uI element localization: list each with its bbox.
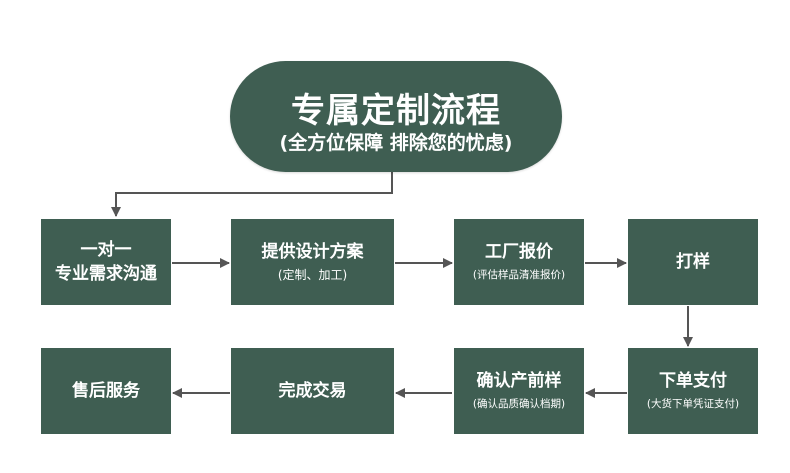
step-sampling: 打样 [628,219,758,305]
step-complete-transaction-title: 完成交易 [278,381,347,401]
step-order-payment-title: 下单支付 [659,371,727,391]
step-pre-production-sample-title: 确认产前样 [476,371,562,391]
step-pre-production-sample: 确认产前样 (确认品质确认档期) [454,348,584,434]
step-sampling-title: 打样 [676,252,710,272]
title-pill: 专属定制流程 (全方位保障 排除您的忧虑) [230,61,562,172]
step-communication-line1: 一对一 [80,240,132,260]
step-after-sales: 售后服务 [41,348,171,434]
diagram-subtitle: (全方位保障 排除您的忧虑) [279,132,513,154]
step-design-proposal: 提供设计方案 (定制、加工) [231,219,394,305]
step-order-payment: 下单支付 (大货下单凭证支付) [628,348,758,434]
step-design-proposal-title: 提供设计方案 [261,242,364,262]
diagram-title: 专属定制流程 [291,91,501,131]
step-design-proposal-note: (定制、加工) [277,268,348,282]
step-factory-quote: 工厂报价 (评估样品清准报价) [454,219,584,305]
step-order-payment-note: (大货下单凭证支付) [646,398,740,410]
step-factory-quote-note: (评估样品清准报价) [472,269,566,281]
step-factory-quote-title: 工厂报价 [485,242,553,262]
arrow-title-to-step1 [111,172,393,217]
step-after-sales-title: 售后服务 [72,381,140,401]
step-pre-production-sample-note: (确认品质确认档期) [472,398,566,410]
step-communication: 一对一 专业需求沟通 [41,219,171,305]
step-communication-line2: 专业需求沟通 [55,264,157,284]
step-complete-transaction: 完成交易 [231,348,394,434]
